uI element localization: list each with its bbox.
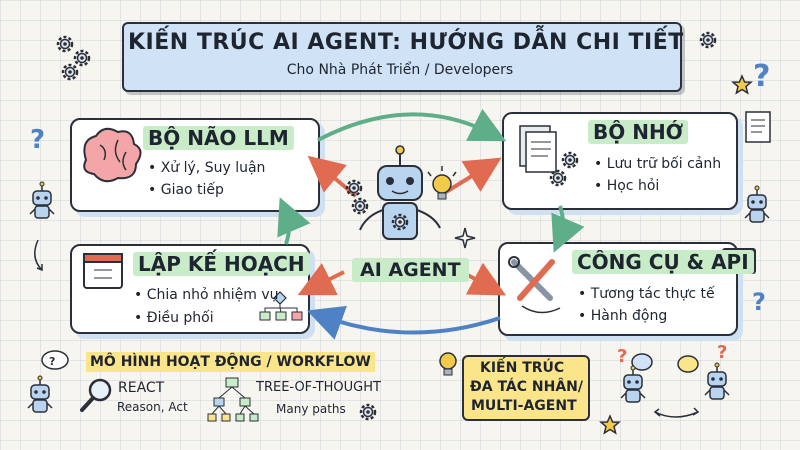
gear-icon xyxy=(359,403,377,421)
workflow-title: MÔ HÌNH HOẠT ĐỘNG / WORKFLOW xyxy=(86,352,375,372)
multi-agent-line: KIẾN TRÚC xyxy=(480,360,565,376)
robot-icon xyxy=(29,181,55,219)
question-mark-icon: ? xyxy=(30,125,45,155)
card-bullet: Hành động xyxy=(578,308,668,324)
star-icon xyxy=(600,415,620,434)
star-icon xyxy=(732,75,752,94)
gear-icon xyxy=(61,63,79,81)
robot-icon xyxy=(27,375,53,413)
multi-agent-line: ĐA TÁC NHÂN/ xyxy=(470,379,583,395)
question-mark-icon: ? xyxy=(617,346,627,367)
page-title: KIẾN TRÚC AI AGENT: HƯỚNG DẪN CHI TIẾT xyxy=(128,30,684,55)
bulb-icon xyxy=(439,352,457,376)
card-bullet: Học hỏi xyxy=(594,178,660,194)
center-agent-label: AI AGENT xyxy=(352,258,469,282)
question-mark-icon: ? xyxy=(753,59,770,94)
gear-icon xyxy=(56,35,74,53)
gear-icon xyxy=(73,49,91,67)
svg-text:?: ? xyxy=(617,346,627,367)
curved-arrow-icon xyxy=(34,239,43,272)
workflow-react-sub: Reason, Act xyxy=(117,400,188,414)
sparkle-icon xyxy=(454,227,476,249)
page-subtitle: Cho Nhà Phát Triển / Developers xyxy=(286,62,514,78)
title-banner xyxy=(122,22,682,92)
card-title-planning: LẬP KẾ HOẠCH xyxy=(133,252,310,276)
robot-icon xyxy=(704,362,730,400)
card-bullet: Điều phối xyxy=(134,310,214,326)
speech-bubble-icon: ? xyxy=(41,350,69,370)
multi-agent-box xyxy=(462,355,590,421)
swap-arrows-icon xyxy=(653,407,700,418)
card-title-brain: BỘ NÃO LLM xyxy=(143,126,294,150)
svg-text:?: ? xyxy=(49,355,55,368)
question-mark-icon: ? xyxy=(717,342,727,363)
multi-agent-line: MULTI-AGENT xyxy=(471,398,577,414)
svg-text:?: ? xyxy=(752,288,766,316)
svg-text:?: ? xyxy=(753,59,770,94)
gear-icon xyxy=(699,31,717,49)
svg-text:?: ? xyxy=(717,342,727,363)
workflow-react-label: REACT xyxy=(118,380,165,396)
card-bullet: Xử lý, Suy luận xyxy=(148,160,266,176)
robot-icon xyxy=(744,185,770,223)
workflow-tot-sub: Many paths xyxy=(276,402,346,416)
workflow-tot-label: TREE-OF-THOUGHT xyxy=(256,380,381,395)
card-title-memory: BỘ NHỚ xyxy=(588,120,689,144)
document-icon xyxy=(745,111,771,143)
card-bullet: Tương tác thực tế xyxy=(578,286,715,302)
card-bullet: Lưu trữ bối cảnh xyxy=(594,156,721,172)
card-bullet: Giao tiếp xyxy=(148,182,224,198)
card-bullet: Chia nhỏ nhiệm vụ xyxy=(134,287,279,303)
robot-icon xyxy=(620,365,646,403)
svg-text:?: ? xyxy=(30,125,45,155)
speech-bubble-icon xyxy=(631,353,699,373)
question-mark-icon: ? xyxy=(752,288,766,316)
card-title-tools: CÔNG CỤ & API xyxy=(572,250,754,274)
